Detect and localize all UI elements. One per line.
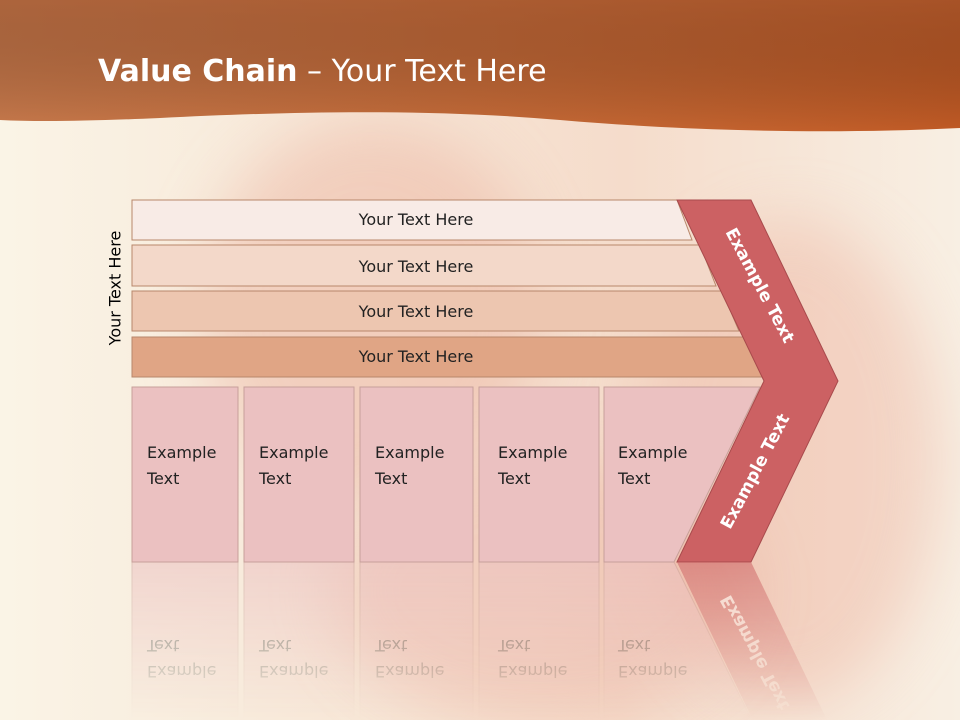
activity-box-line2: Text — [374, 469, 407, 488]
activity-box — [359, 386, 474, 563]
slide-title-rest: – Your Text Here — [297, 54, 547, 89]
activity-box-line2: Text — [497, 469, 530, 488]
reflection-text: Text — [374, 636, 407, 655]
activity-box-line1: Example — [375, 443, 444, 462]
activity-box — [243, 386, 355, 563]
band-2 — [131, 244, 717, 287]
slide-title-bold: Value Chain — [98, 54, 298, 89]
reflection-text: Text — [146, 636, 179, 655]
reflection-text: Example — [498, 662, 567, 681]
activity-box-line1: Example — [618, 443, 687, 462]
band-4-label: Your Text Here — [358, 347, 474, 366]
band-3-label: Your Text Here — [358, 302, 474, 321]
activity-box-line2: Text — [258, 469, 291, 488]
side-axis-label: Your Text Here — [105, 230, 125, 346]
reflection-text: Example — [375, 662, 444, 681]
diagram-reflection: Example Text Example Text Example Text E… — [131, 561, 827, 720]
reflection-text: Example — [618, 662, 687, 681]
band-2-label: Your Text Here — [358, 257, 474, 276]
activity-box-line1: Example — [147, 443, 216, 462]
activity-box-line2: Text — [146, 469, 179, 488]
reflection-text: Text — [497, 636, 530, 655]
activity-box — [478, 386, 600, 563]
band-1 — [131, 199, 693, 241]
activity-box — [131, 386, 239, 563]
band-1-label: Your Text Here — [358, 210, 474, 229]
activity-box-line2: Text — [617, 469, 650, 488]
header-banner — [0, 0, 960, 132]
reflection-text: Example — [259, 662, 328, 681]
slide-title: Value Chain – Your Text Here — [98, 54, 547, 89]
activity-box-line1: Example — [498, 443, 567, 462]
reflection-text: Text — [258, 636, 291, 655]
band-3 — [131, 290, 740, 332]
reflection-text: Text — [617, 636, 650, 655]
reflection-text: Example — [147, 662, 216, 681]
activity-box-line1: Example — [259, 443, 328, 462]
